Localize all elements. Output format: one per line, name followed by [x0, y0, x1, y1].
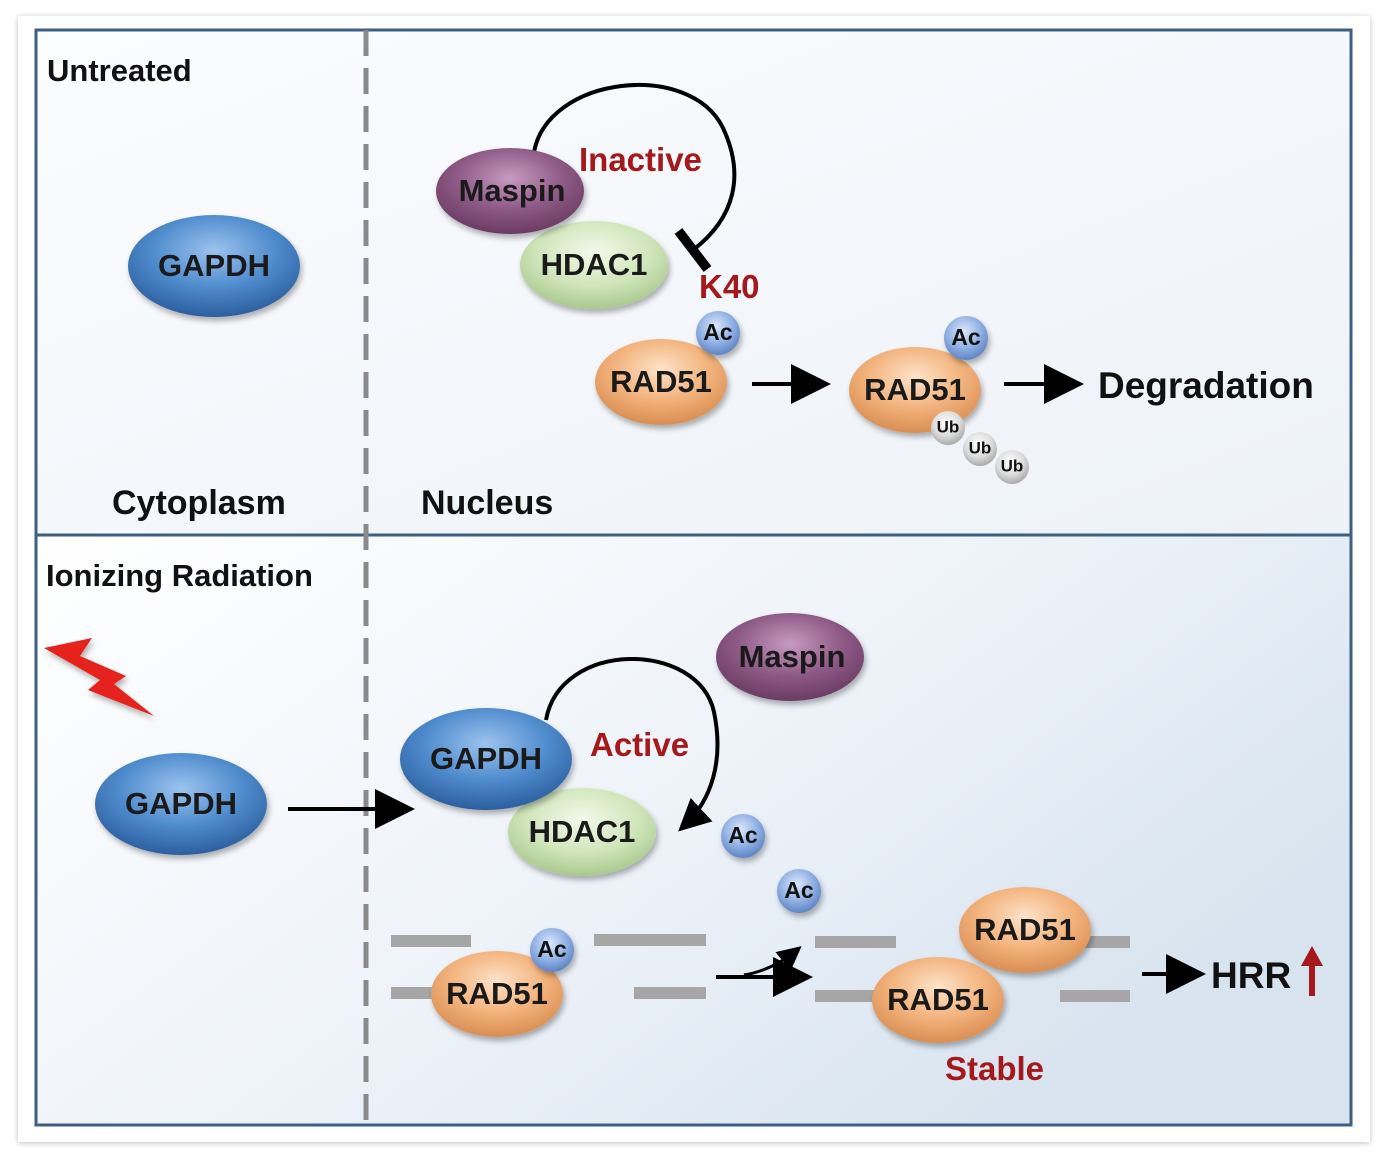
maspin-protein-free: Maspin	[716, 613, 864, 701]
hdac1-protein-untreated: HDAC1	[520, 221, 668, 309]
svg-text:Ac: Ac	[951, 324, 981, 350]
degradation-label: Degradation	[1098, 365, 1314, 406]
rad51-protein-stable-top: RAD51	[959, 887, 1091, 973]
deacetylation-arrow	[716, 946, 813, 997]
gapdh-protein-untreated: GAPDH	[128, 215, 300, 317]
hrr-label: HRR	[1211, 955, 1291, 996]
svg-text:RAD51: RAD51	[446, 976, 548, 1011]
lightning-icon	[44, 638, 154, 716]
svg-text:HDAC1: HDAC1	[529, 814, 636, 849]
svg-text:Ac: Ac	[537, 936, 567, 962]
cytoplasm-label: Cytoplasm	[112, 484, 286, 522]
acetyl-group-2: Ac	[944, 316, 988, 360]
radiation-title: Ionizing Radiation	[46, 558, 313, 593]
gapdh-protein-cytoplasm-ir: GAPDH	[95, 753, 267, 855]
svg-text:RAD51: RAD51	[610, 364, 712, 399]
rad51-protein-on-dna: RAD51	[431, 951, 563, 1037]
svg-text:Ac: Ac	[784, 877, 814, 903]
svg-text:Ub: Ub	[969, 438, 992, 457]
svg-text:Maspin: Maspin	[459, 173, 566, 208]
stable-label: Stable	[945, 1050, 1044, 1087]
gapdh-protein-nucleus-ir: GAPDH	[400, 708, 572, 810]
untreated-title: Untreated	[47, 53, 192, 88]
ubiquitin-1: Ub	[931, 411, 965, 445]
maspin-inhibition-arrow	[532, 83, 737, 272]
svg-text:RAD51: RAD51	[887, 982, 989, 1017]
dna-strands-right	[815, 936, 1130, 1002]
svg-text:Ub: Ub	[937, 417, 960, 436]
svg-text:RAD51: RAD51	[864, 372, 966, 407]
increase-arrow-icon	[1301, 946, 1323, 996]
svg-text:GAPDH: GAPDH	[158, 248, 270, 283]
svg-text:GAPDH: GAPDH	[125, 786, 237, 821]
svg-text:HDAC1: HDAC1	[541, 247, 648, 282]
svg-text:GAPDH: GAPDH	[430, 741, 542, 776]
dna-strands-left	[391, 934, 706, 999]
svg-text:Maspin: Maspin	[739, 639, 846, 674]
svg-text:Ub: Ub	[1001, 456, 1024, 475]
acetyl-group-released-1: Ac	[721, 814, 765, 858]
hdac1-activation-arrow	[544, 657, 720, 832]
acetyl-group-released-2: Ac	[777, 869, 821, 913]
active-label: Active	[590, 726, 689, 763]
svg-text:Ac: Ac	[728, 822, 758, 848]
maspin-protein-untreated: Maspin	[436, 148, 584, 234]
svg-text:Ac: Ac	[703, 319, 733, 345]
rad51-protein-stable-bottom: RAD51	[872, 957, 1004, 1043]
ubiquitin-3: Ub	[995, 450, 1029, 484]
svg-text:RAD51: RAD51	[974, 912, 1076, 947]
acetyl-group-1: Ac	[696, 311, 740, 355]
inactive-label: Inactive	[579, 141, 702, 178]
ubiquitin-2: Ub	[963, 432, 997, 466]
acetyl-group-3: Ac	[530, 928, 574, 972]
rad51-protein-acetylated: RAD51	[595, 339, 727, 425]
nucleus-label: Nucleus	[421, 484, 553, 522]
k40-label: K40	[699, 268, 760, 305]
hdac1-protein-ir: HDAC1	[508, 788, 656, 876]
